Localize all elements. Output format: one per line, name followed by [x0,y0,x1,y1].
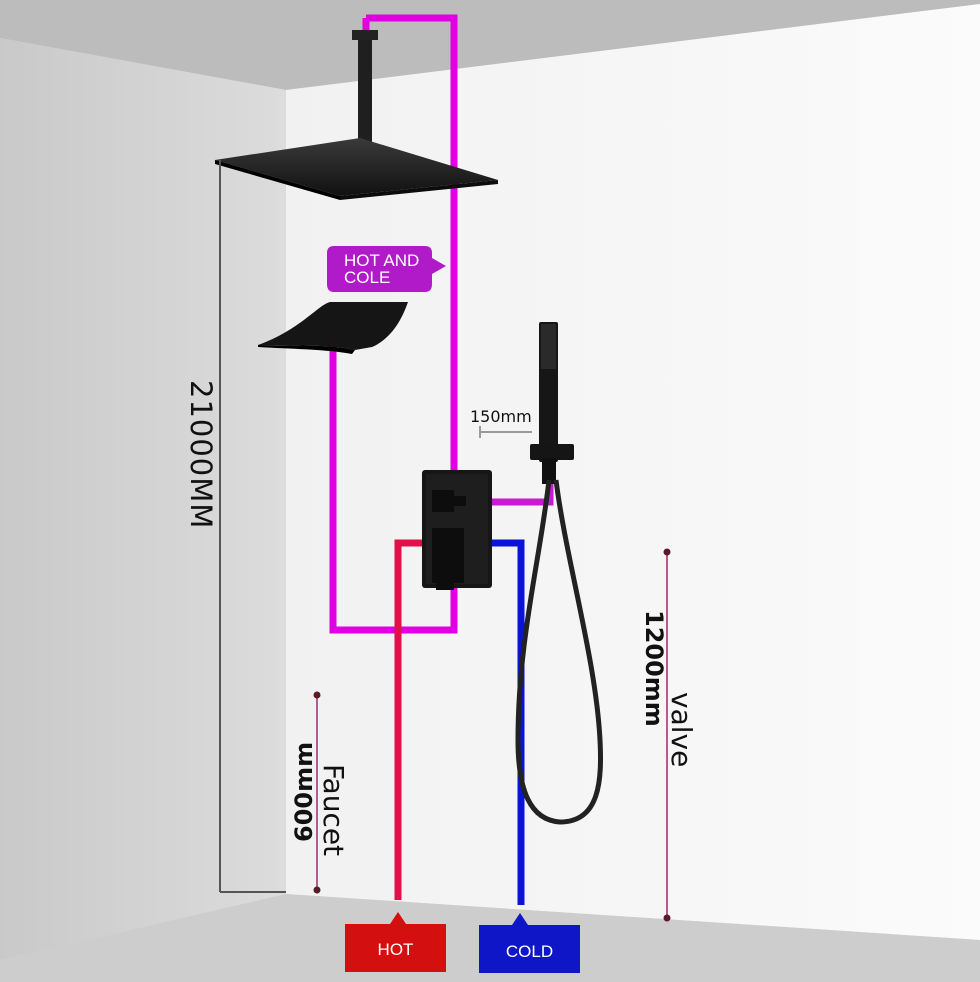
mixed-supply-pipe [329,14,458,634]
hand-shower-icon [530,322,574,484]
faucet-height-dimension [313,691,321,894]
supply-note-callout [327,246,446,292]
back-wall [286,4,980,940]
hot-tag-shape [345,912,446,972]
faucet-height-label: 600mm [290,741,318,842]
mixer-valve-icon [422,470,492,590]
left-wall [0,38,286,960]
ceiling [0,0,980,90]
total-height-label: 21000MM [184,380,218,530]
valve-height-label: 1200mm [640,610,668,727]
cold-label: COLD [505,942,554,961]
valve-height-dimension [663,548,671,922]
cold-tag-shape [479,913,580,973]
shower-hose-icon [515,479,604,825]
hot-label: HOT [377,940,414,959]
supply-note-text: HOT AND COLE [344,251,420,287]
waterfall-spout-icon [258,302,408,354]
total-height-dimension [219,160,286,893]
rain-shower-head-icon [215,30,498,200]
faucet-label: Faucet [317,764,350,857]
hand-offset-label: 150mm [470,407,532,426]
valve-label: valve [665,692,698,768]
hand-offset-dimension [479,426,532,438]
